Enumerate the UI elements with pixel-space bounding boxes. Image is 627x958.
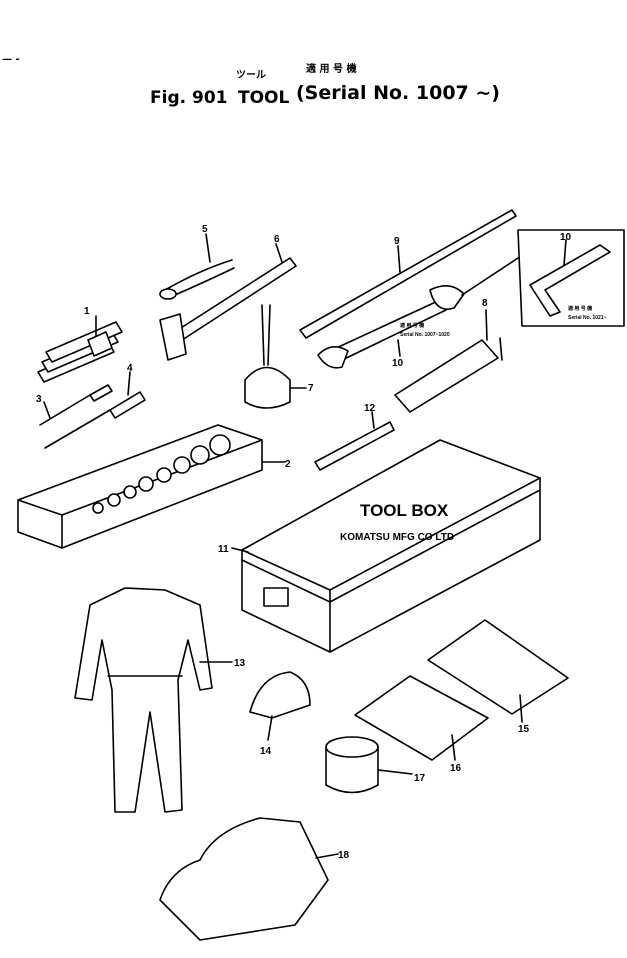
screwdrivers <box>39 371 146 449</box>
callout-2: 2 <box>285 459 291 470</box>
callout-4: 4 <box>127 363 133 374</box>
callout-1: 1 <box>84 306 90 317</box>
socket-set-case <box>17 424 286 549</box>
callout-18: 18 <box>338 850 350 861</box>
wrench-set <box>37 315 123 383</box>
coverall <box>74 587 233 813</box>
hex-key-inset: 適 用 号 機 Serial No. 1021~ <box>517 229 625 327</box>
pry-bar <box>299 209 517 339</box>
callout-16: 16 <box>450 763 462 774</box>
grease-gun <box>394 309 503 413</box>
figure-title: TOOL <box>238 88 290 108</box>
wrench-serial-jp: 適 用 号 機 <box>400 322 424 329</box>
fig-label: Fig. 901 <box>150 88 228 108</box>
corner-mark: — - <box>2 54 20 65</box>
callout-9: 9 <box>394 236 400 247</box>
callout-10b: 10 <box>560 232 572 243</box>
sheets <box>354 619 569 761</box>
callout-12: 12 <box>364 403 376 414</box>
callout-15: 15 <box>518 724 530 735</box>
callout-6: 6 <box>274 234 280 245</box>
callout-14: 14 <box>260 746 272 757</box>
extension-bar <box>314 411 395 471</box>
callout-numbers: 1 2 3 4 5 6 7 8 9 10 10 11 12 13 14 15 1… <box>36 224 572 861</box>
applicable-jp: 適 用 号 機 <box>306 64 357 75</box>
callout-13: 13 <box>234 658 246 669</box>
spanner: 適 用 号 機 Serial No. 1007~1020 <box>317 257 519 369</box>
hexkey-serial: Serial No. 1021~ <box>568 315 607 321</box>
callout-17: 17 <box>414 773 426 784</box>
title-jp: ツール <box>236 70 266 81</box>
callout-11: 11 <box>218 544 229 555</box>
wrench-serial: Serial No. 1007~1020 <box>400 332 450 338</box>
tool-box: TOOL BOX KOMATSU MFG CO LTD <box>231 439 541 653</box>
socket <box>325 736 413 794</box>
callout-7: 7 <box>308 383 314 394</box>
toolbox-lettering-1: TOOL BOX <box>360 501 449 520</box>
callout-3: 3 <box>36 394 42 405</box>
oil-can <box>244 304 307 409</box>
toolbox-lettering-2: KOMATSU MFG CO LTD <box>340 532 454 543</box>
serial-range: (Serial No. 1007 ~) <box>296 82 500 104</box>
cover <box>159 817 339 941</box>
callout-8: 8 <box>482 298 488 309</box>
hammer <box>159 243 297 361</box>
cap <box>249 671 311 741</box>
callout-5: 5 <box>202 224 208 235</box>
pliers <box>159 233 235 300</box>
callout-10a: 10 <box>392 358 404 369</box>
hexkey-serial-jp: 適 用 号 機 <box>568 305 592 312</box>
